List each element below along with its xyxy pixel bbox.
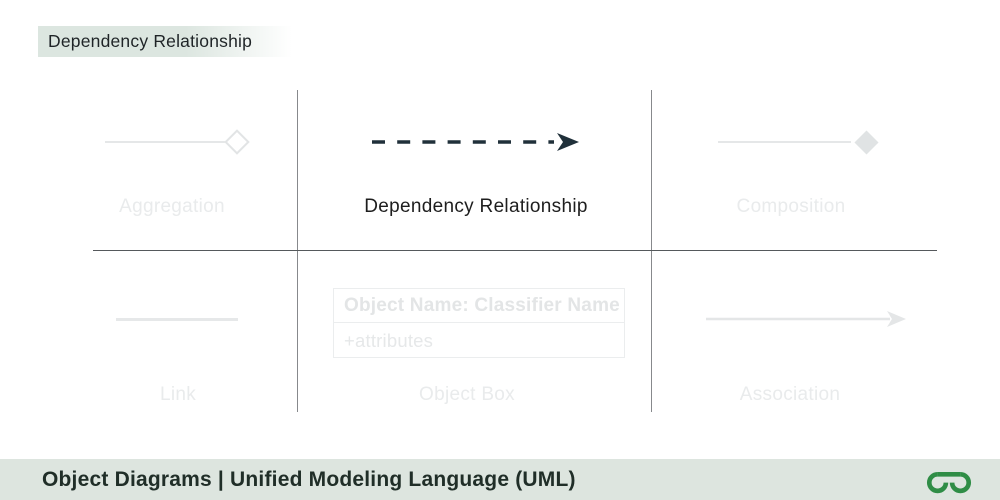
grid-vertical-divider-right: [651, 90, 652, 412]
object-box-title: Object Name: Classifier Name: [334, 289, 624, 323]
association-label: Association: [739, 384, 841, 405]
association-arrow-icon: [706, 308, 908, 335]
filled-diamond-icon: [854, 130, 879, 155]
dependency-dashed-arrow-icon: [370, 131, 582, 158]
object-box-label: Object Box: [419, 384, 515, 405]
composition-line: [718, 141, 851, 143]
aggregation-line: [105, 141, 227, 143]
object-box: Object Name: Classifier Name +attributes: [333, 288, 625, 358]
page-title: Dependency Relationship: [38, 26, 293, 57]
geeksforgeeks-logo-icon: [923, 466, 975, 494]
aggregation-label: Aggregation: [119, 196, 225, 217]
footer-bar: Object Diagrams | Unified Modeling Langu…: [0, 459, 1000, 500]
link-line: [116, 318, 238, 321]
object-box-attributes: +attributes: [344, 330, 434, 351]
grid-horizontal-divider: [93, 250, 937, 251]
grid-vertical-divider-left: [297, 90, 298, 412]
composition-label: Composition: [736, 196, 846, 217]
link-label: Link: [159, 384, 197, 405]
footer-caption: Object Diagrams | Unified Modeling Langu…: [42, 467, 576, 491]
hollow-diamond-icon: [224, 129, 250, 155]
dependency-label: Dependency Relationship: [364, 196, 588, 217]
